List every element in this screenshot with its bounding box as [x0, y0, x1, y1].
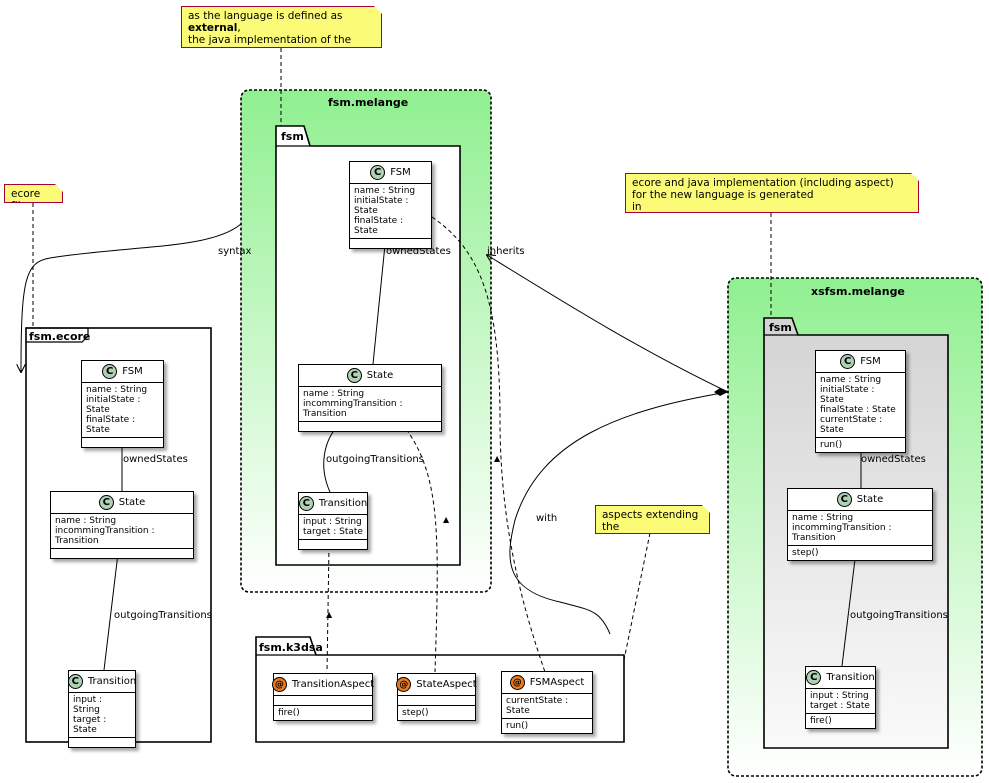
state-aspect-link — [397, 417, 438, 673]
ecore-outgoing-link — [103, 544, 120, 671]
state-aspect-class[interactable]: @StateAspect step() — [396, 673, 477, 721]
with-diamond — [714, 388, 728, 396]
aspect-icon: @ — [396, 677, 412, 692]
note-ecore-file: ecore file — [4, 184, 63, 203]
fsm-inner-title: fsm — [281, 130, 304, 143]
fsm-aspect-arrow-marker: ▲ — [494, 454, 501, 463]
xs-outgoing-label: outgoingTransitions — [850, 610, 948, 621]
note-text: as the language is defined as — [188, 10, 343, 22]
class-icon: C — [98, 495, 114, 510]
note-bold-text: external — [188, 22, 238, 34]
class-icon: C — [840, 354, 856, 369]
melange-outgoing-label: outgoingTransitions — [326, 454, 424, 465]
with-connector — [509, 391, 729, 635]
class-icon: C — [370, 165, 386, 180]
transition-aspect-class[interactable]: @TransitionAspect fire() — [271, 673, 374, 721]
with-label: with — [536, 513, 558, 524]
aspect-icon: @ — [509, 675, 525, 690]
class-icon: C — [102, 364, 118, 379]
class-icon: C — [298, 496, 314, 511]
inherits-arrow — [487, 255, 729, 393]
fsm-aspect-class[interactable]: @FSMAspect currentState : State run() — [501, 671, 593, 734]
syntax-arrow — [21, 223, 242, 372]
xsfsm-inner-title: fsm — [769, 321, 792, 334]
ecore-outgoing-label: outgoingTransitions — [114, 610, 212, 621]
melange-owned-states-label: ownedStates — [386, 246, 451, 257]
fsm-k3dsa-title: fsm.k3dsa — [259, 641, 323, 654]
note-aspects-connector — [623, 532, 651, 661]
xsfsm-melange-title: xsfsm.melange — [811, 285, 905, 298]
note-generated-implementation: ecore and java implementation (including… — [625, 173, 919, 213]
note-aspects: aspects extending the java implementatio… — [595, 505, 710, 534]
fsm-ecore-title: fsm.ecore — [29, 330, 91, 343]
syntax-label: syntax — [218, 246, 252, 257]
ecore-owned-states-label: ownedStates — [123, 454, 188, 465]
fsm-aspect-link — [431, 216, 546, 673]
state-aspect-arrow-marker: ▲ — [443, 515, 450, 524]
inherits-label: inherits — [487, 246, 525, 257]
transition-aspect-link — [326, 545, 330, 673]
xs-outgoing-link — [841, 550, 857, 667]
aspect-icon: @ — [271, 677, 287, 692]
xs-owned-states-label: ownedStates — [861, 454, 926, 465]
class-icon: C — [806, 670, 822, 685]
class-icon: C — [346, 368, 362, 383]
transition-aspect-arrow-marker: ▲ — [326, 610, 333, 619]
fsm-melange-title: fsm.melange — [328, 96, 409, 109]
note-external-language: as the language is defined as external, … — [181, 6, 382, 48]
class-icon: C — [67, 674, 83, 689]
class-icon: C — [836, 492, 852, 507]
